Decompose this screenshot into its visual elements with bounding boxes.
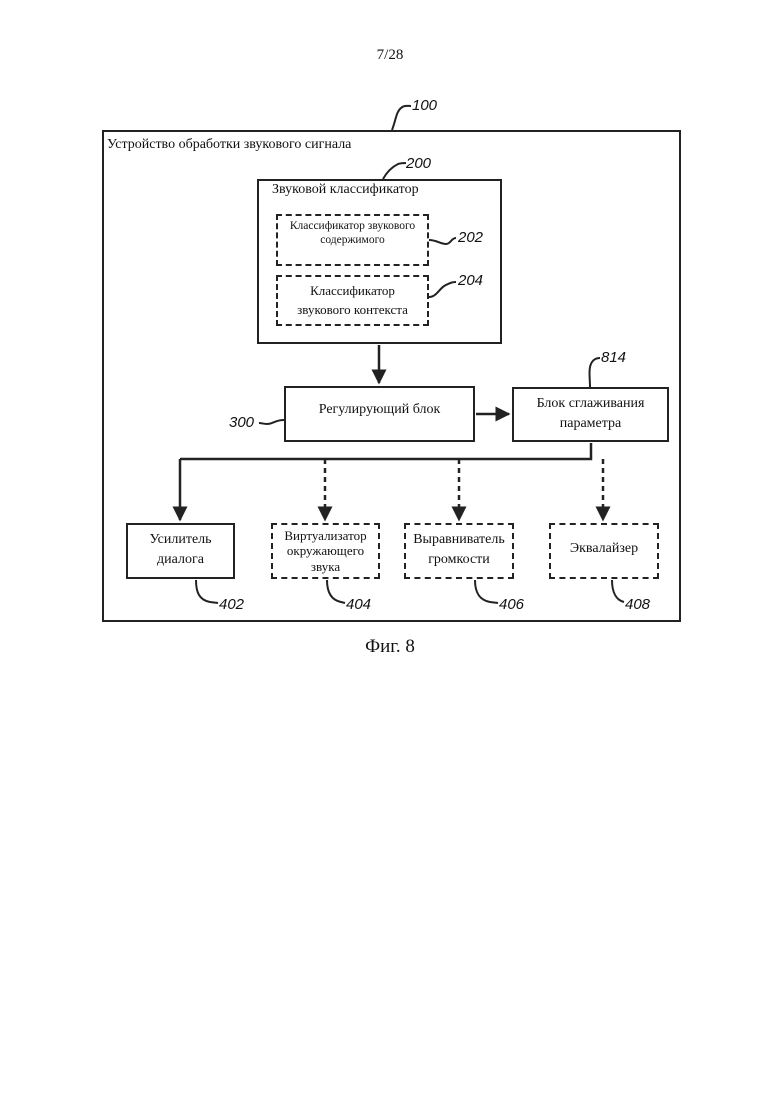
leader-202 [429, 238, 456, 244]
leader-408 [612, 580, 624, 602]
leader-100 [392, 106, 411, 130]
ref-406: 406 [499, 596, 524, 613]
ref-404: 404 [346, 596, 371, 613]
ref-814: 814 [601, 349, 626, 366]
ref-402: 402 [219, 596, 244, 613]
leader-200 [383, 163, 406, 179]
ref-408: 408 [625, 596, 650, 613]
bus-smoothing-output [180, 443, 591, 459]
leader-300 [259, 420, 284, 424]
figure-caption: Фиг. 8 [0, 636, 780, 658]
leader-404 [327, 580, 345, 603]
ref-204: 204 [458, 272, 483, 289]
leader-402 [196, 580, 218, 603]
leader-406 [475, 580, 498, 603]
leader-204 [429, 282, 456, 297]
ref-300: 300 [229, 414, 254, 431]
leader-814 [590, 358, 601, 387]
ref-200: 200 [406, 155, 431, 172]
ref-100: 100 [412, 97, 437, 114]
ref-202: 202 [458, 229, 483, 246]
